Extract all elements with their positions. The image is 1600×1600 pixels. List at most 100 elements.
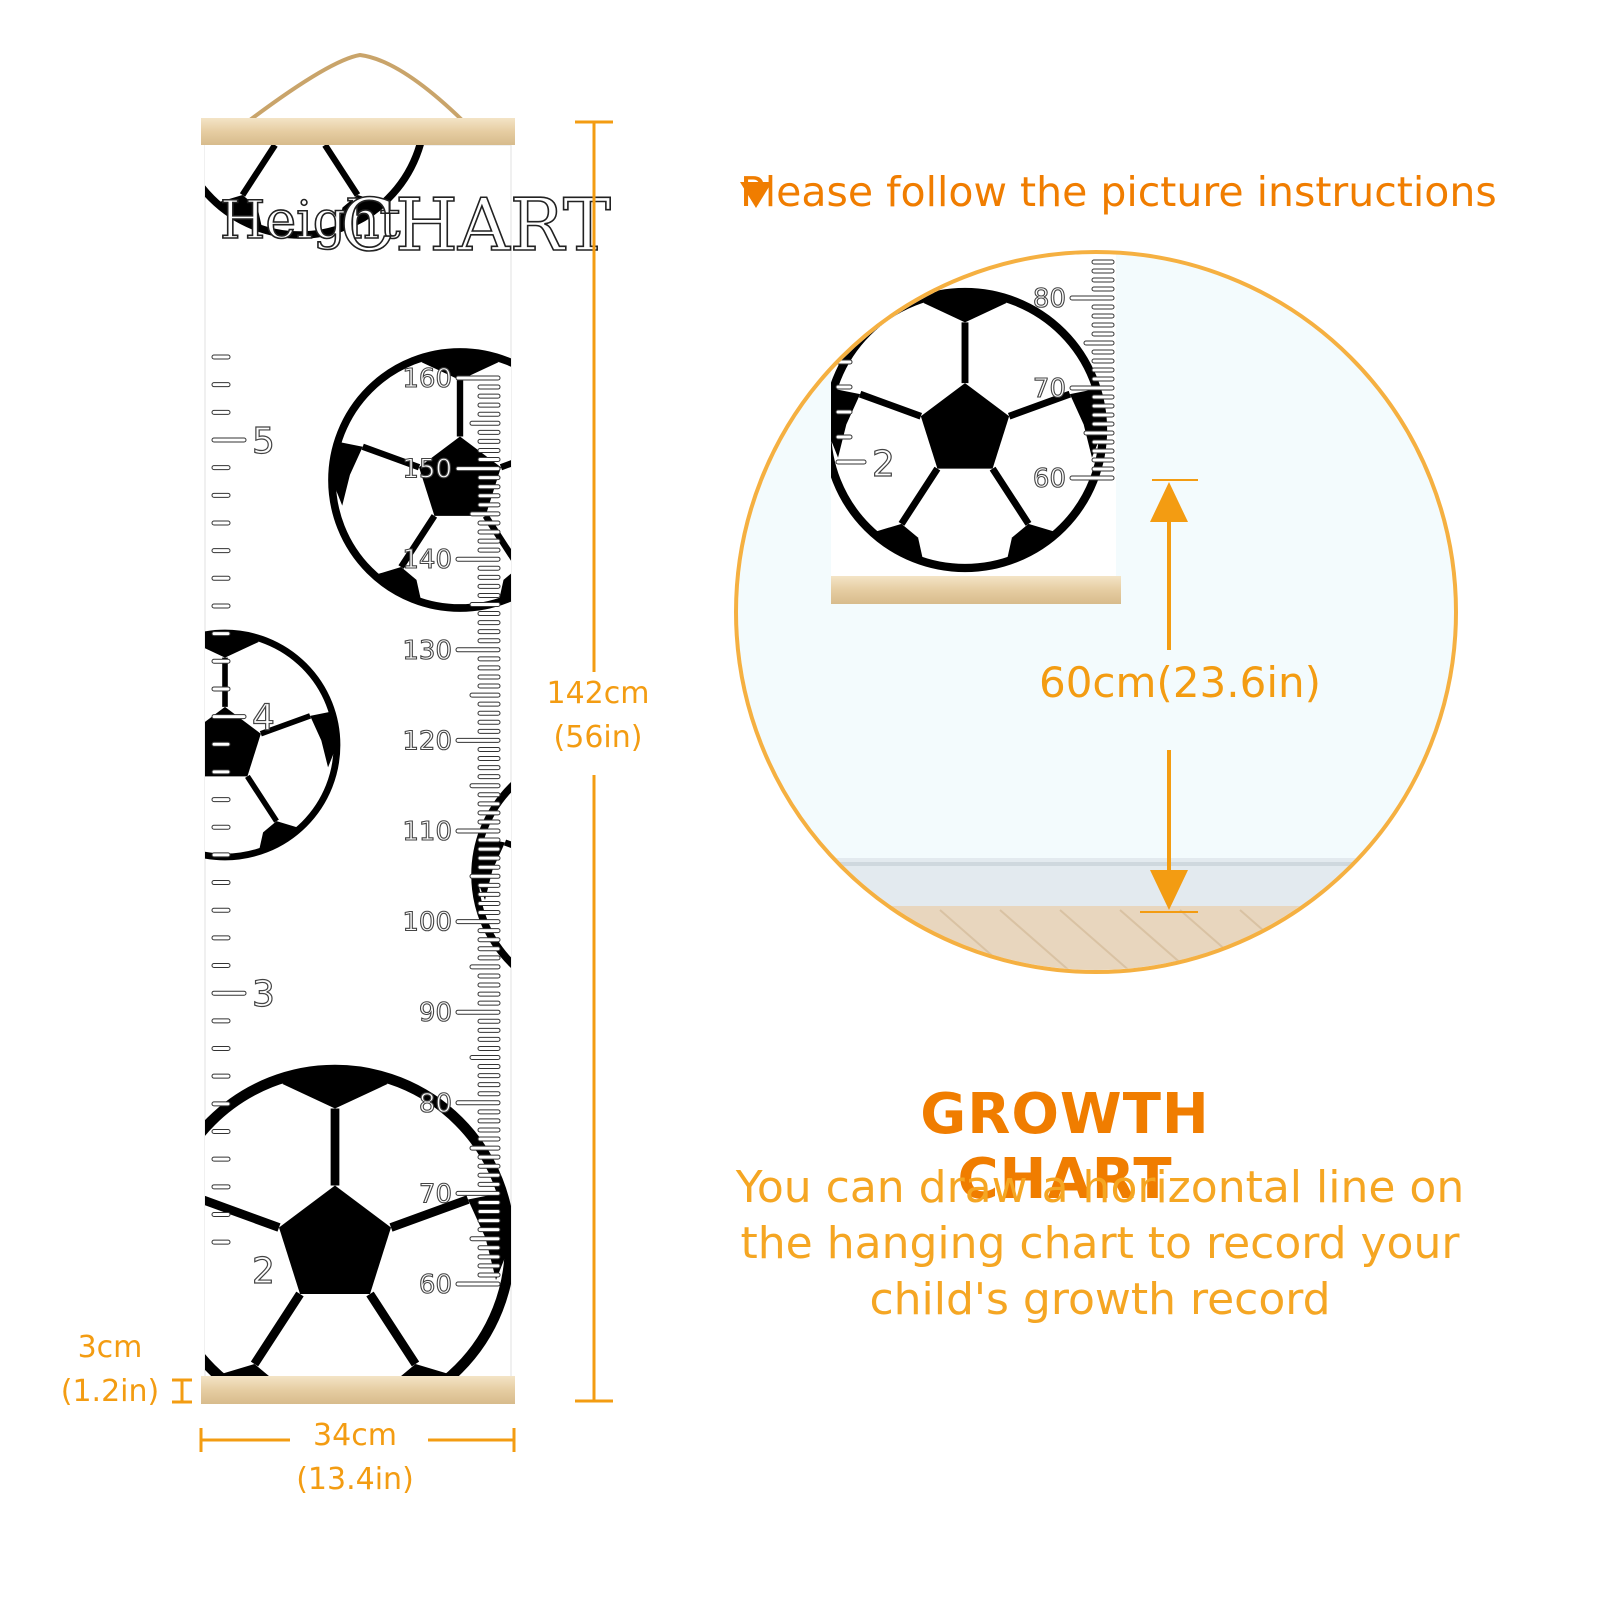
cm-tick-label: 90 <box>419 998 452 1028</box>
inset-cm-tick <box>1091 403 1115 409</box>
inch-tick-label: 5 <box>252 421 275 462</box>
growth-chart-description: You can draw a horizontal line on the ha… <box>735 1162 1465 1325</box>
inch-tick <box>211 797 231 803</box>
cm-tick <box>469 420 501 426</box>
cm-tick <box>477 946 501 952</box>
cm-tick <box>477 882 501 888</box>
cm-tick <box>477 484 501 490</box>
cm-tick <box>469 1055 501 1060</box>
cm-tick <box>455 1281 501 1287</box>
height-dimension-label: 142cm (56in) <box>538 672 658 760</box>
inset-cm-tick-label: 60 <box>1033 464 1066 494</box>
inch-tick <box>211 1184 231 1190</box>
cm-tick <box>477 1036 501 1042</box>
cm-tick <box>477 1163 501 1169</box>
cm-tick <box>477 475 501 481</box>
cm-tick <box>477 1245 501 1251</box>
cm-tick <box>477 1118 501 1124</box>
inset-inch-tick <box>835 459 867 465</box>
inset-cm-tick <box>1091 277 1115 283</box>
cm-tick <box>477 1263 501 1269</box>
inset-cm-tick <box>1091 331 1115 337</box>
inch-tick <box>211 409 231 415</box>
height-cm: 142cm <box>546 676 650 711</box>
cm-tick <box>477 538 501 544</box>
inch-tick <box>211 354 231 360</box>
inset-cm-tick <box>1069 385 1115 391</box>
cm-tick <box>477 620 501 626</box>
cm-tick <box>477 774 501 780</box>
cm-tick-label: 140 <box>402 545 452 575</box>
cm-tick <box>477 1000 501 1006</box>
cm-tick <box>477 1254 501 1260</box>
cm-tick <box>477 928 501 934</box>
inch-tick <box>211 741 231 747</box>
cm-tick <box>477 855 501 861</box>
cm-tick <box>477 502 501 508</box>
width-in: (13.4in) <box>296 1462 414 1497</box>
cm-tick <box>455 1190 501 1196</box>
inch-tick <box>211 437 247 443</box>
cm-tick <box>477 520 501 526</box>
cm-tick <box>455 375 501 381</box>
inset-inch-tick <box>835 434 853 440</box>
bar-dimension-label: 3cm (1.2in) <box>50 1326 170 1414</box>
inset-cm-tick <box>1091 421 1115 427</box>
cm-tick <box>477 765 501 771</box>
cm-tick <box>477 891 501 897</box>
cm-tick-label: 150 <box>402 455 452 485</box>
cm-tick <box>455 647 501 653</box>
cm-tick <box>477 1209 501 1215</box>
cm-tick <box>477 438 501 444</box>
cm-tick <box>477 638 501 644</box>
inch-tick <box>211 1046 231 1052</box>
inset-inch-tick <box>835 409 853 415</box>
arrow-down-icon <box>1150 870 1188 910</box>
bar-dimension-line <box>172 1378 192 1404</box>
cm-tick <box>455 828 501 834</box>
cm-tick <box>477 447 501 453</box>
cm-tick <box>469 511 501 517</box>
bottom-wood-bar <box>201 1376 515 1404</box>
cm-tick <box>477 810 501 816</box>
bar-in: (1.2in) <box>60 1374 160 1409</box>
inset-cm-tick <box>1091 304 1115 310</box>
inset-cm-tick <box>1091 268 1115 274</box>
inset-cm-tick <box>1091 367 1115 373</box>
inset-cm-tick <box>1091 448 1115 454</box>
cm-tick <box>477 982 501 988</box>
hang-height-label: 60cm(23.6in) <box>1030 658 1330 707</box>
cm-tick <box>477 1218 501 1224</box>
cm-tick <box>477 973 501 979</box>
cm-tick <box>455 556 501 562</box>
soccer-ball-icon <box>160 1070 510 1420</box>
cm-tick <box>477 1064 501 1070</box>
inset-cm-tick <box>1083 430 1115 436</box>
cm-tick <box>477 393 501 399</box>
cm-tick <box>477 864 501 870</box>
inch-tick <box>211 990 247 996</box>
cm-tick <box>455 466 501 472</box>
growth-chart-title: GROWTH CHART <box>920 1082 1210 1212</box>
width-cm: 34cm <box>313 1418 397 1453</box>
cm-tick <box>477 756 501 762</box>
cm-tick <box>469 873 501 879</box>
cm-tick <box>477 1199 501 1205</box>
inch-tick <box>211 686 231 692</box>
cm-tick-label: 110 <box>402 817 452 847</box>
cm-tick <box>477 656 501 662</box>
inch-tick <box>211 603 231 609</box>
cm-tick <box>477 457 501 463</box>
soccer-ball-icon <box>475 750 725 1000</box>
cm-tick <box>477 493 501 499</box>
cm-tick <box>477 900 501 906</box>
cm-tick <box>477 611 501 617</box>
inset-cm-tick <box>1091 376 1115 382</box>
inch-tick <box>211 382 231 388</box>
inset-cm-tick <box>1091 466 1115 472</box>
inset-cm-tick <box>1091 412 1115 418</box>
cm-tick <box>477 402 501 408</box>
height-dimension-line <box>575 120 613 1403</box>
inset-cm-tick-label: 70 <box>1033 374 1066 404</box>
